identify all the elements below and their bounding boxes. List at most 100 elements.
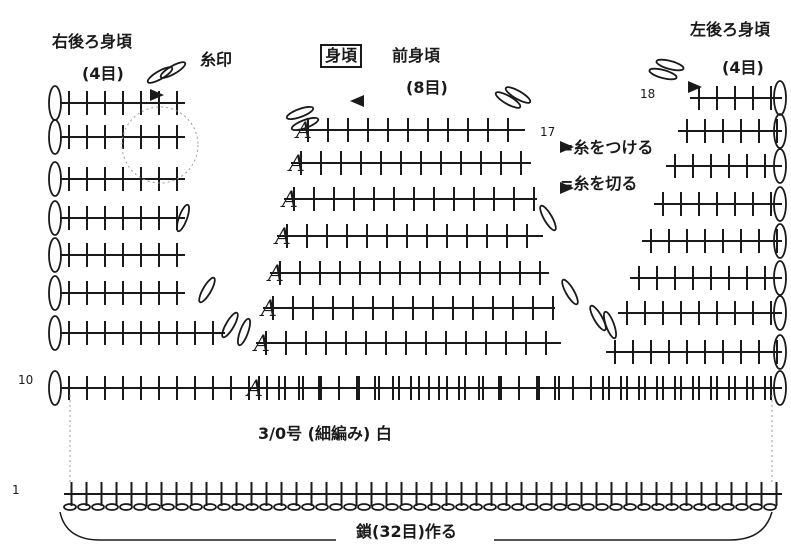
chain-span-bracket-left <box>59 511 336 541</box>
slip-stitch-symbol: A <box>245 377 263 402</box>
chain-oval <box>245 503 259 511</box>
chain-oval <box>539 503 553 511</box>
chain-oval <box>773 260 787 296</box>
chain-oval <box>707 503 721 511</box>
chain-oval <box>763 503 777 511</box>
yarn-end-mark <box>504 86 532 104</box>
chain-oval <box>553 503 567 511</box>
chain-oval <box>77 503 91 511</box>
chain-oval <box>749 503 763 511</box>
slip-stitch-symbol: A <box>273 225 291 250</box>
chain-oval <box>63 503 77 511</box>
cut-yarn-triangle-icon <box>688 81 702 93</box>
chain-oval <box>665 503 679 511</box>
chain-oval <box>175 503 189 511</box>
chain-oval <box>385 503 399 511</box>
yarn-end-mark <box>655 58 685 72</box>
cut-yarn-triangle-icon <box>560 182 574 194</box>
slip-stitch-symbol: A <box>287 152 305 177</box>
chain-oval <box>413 503 427 511</box>
row-18-number: 18 <box>640 87 656 101</box>
row-17-number: 17 <box>540 125 556 139</box>
slip-stitch-symbol: A <box>252 332 270 357</box>
chain-oval <box>48 85 62 121</box>
chain-oval <box>315 503 329 511</box>
yarn-end-mark <box>221 311 239 339</box>
foundation-chain-label: 鎖(32目)作る <box>356 522 457 541</box>
row-1-number: 1 <box>12 483 20 497</box>
slip-stitch-symbol: A <box>259 297 277 322</box>
attach-yarn-legend: =糸をつける <box>560 138 654 157</box>
chain-oval <box>483 503 497 511</box>
chain-oval <box>259 503 273 511</box>
front-body-title: 前身頃 <box>392 46 441 65</box>
chain-oval <box>679 503 693 511</box>
chain-oval <box>623 503 637 511</box>
chain-oval <box>329 503 343 511</box>
yarn-end-mark <box>603 310 617 340</box>
turning-chains <box>48 80 787 511</box>
chain-oval <box>48 237 62 273</box>
chain-oval <box>773 223 787 259</box>
yarn-end-mark <box>198 276 216 304</box>
chain-oval <box>773 148 787 184</box>
chain-oval <box>455 503 469 511</box>
chain-oval <box>441 503 455 511</box>
chain-oval <box>511 503 525 511</box>
chain-oval <box>48 119 62 155</box>
hook-yarn-info: 3/0号 (細編み) 白 <box>258 424 392 443</box>
chain-oval <box>637 503 651 511</box>
chain-oval <box>301 503 315 511</box>
body-box-label: 身頃 <box>320 44 363 68</box>
chain-oval <box>189 503 203 511</box>
yarn-marks <box>146 58 702 347</box>
front-stitch-count: (8目) <box>406 78 448 97</box>
chain-oval <box>48 200 62 236</box>
chain-oval <box>427 503 441 511</box>
yarn-end-mark <box>539 204 557 232</box>
chain-oval <box>581 503 595 511</box>
chain-oval <box>343 503 357 511</box>
yarn-end-mark <box>176 203 190 233</box>
chain-oval <box>105 503 119 511</box>
yarn-end-mark <box>494 91 522 109</box>
left-back-stitch-count: (4目) <box>722 58 764 77</box>
chain-oval <box>773 295 787 331</box>
chain-oval <box>773 80 787 116</box>
right-back-stitch-count: (4目) <box>82 64 124 83</box>
chain-oval <box>497 503 511 511</box>
cut-yarn-legend: =糸を切る <box>560 174 638 193</box>
chain-oval <box>595 503 609 511</box>
thread-mark-circle <box>121 106 199 184</box>
chain-oval <box>273 503 287 511</box>
chain-oval <box>721 503 735 511</box>
chain-oval <box>147 503 161 511</box>
cut-yarn-triangle-icon <box>150 89 164 101</box>
chain-oval <box>651 503 665 511</box>
chain-oval <box>609 503 623 511</box>
chain-oval <box>203 503 217 511</box>
chain-oval <box>567 503 581 511</box>
guide-lines <box>59 106 773 541</box>
chain-oval <box>773 370 787 406</box>
chain-span-bracket-right <box>494 511 773 541</box>
cut-yarn-triangle-icon <box>350 95 364 107</box>
chain-oval <box>371 503 385 511</box>
chain-oval <box>91 503 105 511</box>
thread-mark-label: 糸印 <box>200 50 233 69</box>
chain-oval <box>231 503 245 511</box>
chain-oval <box>119 503 133 511</box>
chain-oval <box>773 113 787 149</box>
chain-oval <box>735 503 749 511</box>
chain-oval <box>48 370 62 406</box>
chain-oval <box>357 503 371 511</box>
chain-oval <box>48 315 62 351</box>
chain-oval <box>217 503 231 511</box>
slip-stitch-symbol: A <box>294 119 312 144</box>
chain-oval <box>773 334 787 370</box>
yarn-end-mark <box>290 117 320 131</box>
cut-yarn-triangle-icon <box>560 141 574 153</box>
yarn-end-mark <box>285 106 315 120</box>
